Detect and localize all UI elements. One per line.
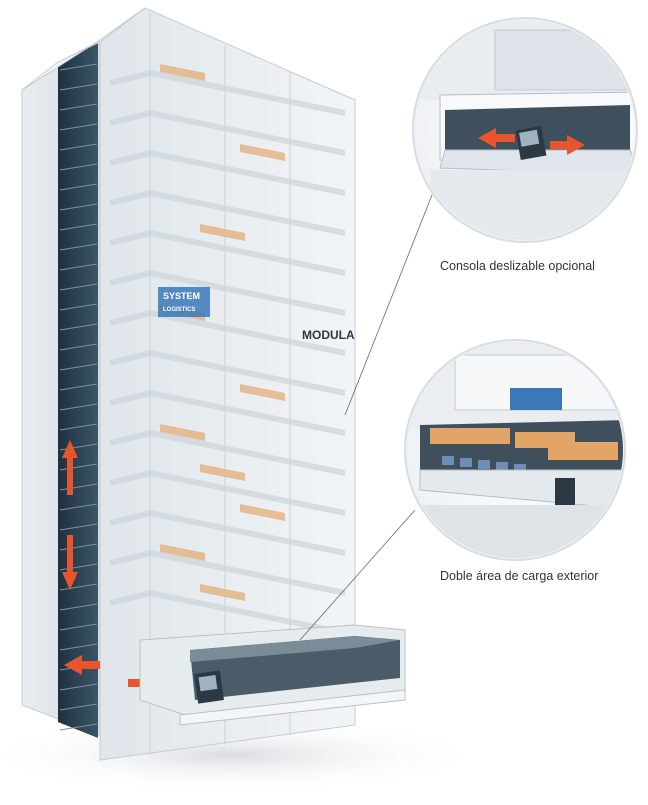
rung <box>59 263 98 271</box>
rung <box>59 163 98 171</box>
rung <box>59 283 98 291</box>
rung <box>59 563 98 571</box>
rung <box>59 143 98 151</box>
lift-rungs <box>59 63 98 731</box>
rung <box>59 123 98 131</box>
modula-logo: MODULA <box>302 328 355 342</box>
rung <box>59 83 98 91</box>
storage-box <box>240 144 285 161</box>
rung <box>59 463 98 471</box>
rung <box>59 723 98 731</box>
tray <box>110 310 345 356</box>
tower-top <box>21 7 146 91</box>
system-logo-top: SYSTEM <box>163 291 200 301</box>
up-arrow-icon <box>62 440 78 495</box>
lift-column <box>58 42 98 738</box>
rung <box>59 363 98 371</box>
rung <box>59 203 98 211</box>
rung <box>59 63 98 71</box>
system-logo-bottom: LOGISTICS <box>163 307 195 313</box>
tray <box>110 350 345 396</box>
console-right-arrow-icon <box>550 135 585 155</box>
rung <box>59 183 98 191</box>
rung <box>59 383 98 391</box>
rung <box>59 523 98 531</box>
rung <box>59 303 98 311</box>
tray <box>110 390 345 436</box>
loading-bay <box>139 624 406 726</box>
rung <box>59 483 98 491</box>
storage-box <box>200 224 245 241</box>
storage-box <box>240 384 285 401</box>
callout-lines <box>299 194 433 641</box>
rung <box>59 643 98 651</box>
rung <box>59 423 98 431</box>
callout-label-console: Consola deslizable opcional <box>440 259 595 273</box>
tray <box>110 190 345 236</box>
tray <box>110 270 345 316</box>
rung <box>59 223 98 231</box>
rung <box>59 703 98 711</box>
rung <box>59 683 98 691</box>
tray <box>110 590 345 636</box>
tray <box>110 230 345 276</box>
tray <box>110 70 345 116</box>
tray <box>110 510 345 556</box>
callout-circle-console <box>412 17 638 243</box>
left-right-arrow-icon <box>64 655 100 675</box>
storage-box <box>200 584 245 601</box>
down-arrow-icon <box>62 535 78 590</box>
tray <box>110 470 345 516</box>
rung <box>59 103 98 111</box>
storage-box <box>240 504 285 521</box>
storage-box <box>200 464 245 481</box>
callout-circle-loading <box>404 339 626 561</box>
rung <box>59 343 98 351</box>
rung <box>59 583 98 591</box>
storage-box <box>160 424 205 441</box>
storage-box <box>160 64 205 81</box>
tray <box>110 150 345 196</box>
rung <box>59 603 98 611</box>
tray <box>110 550 345 596</box>
storage-box <box>160 544 205 561</box>
rung <box>59 403 98 411</box>
rung <box>59 323 98 331</box>
callout-label-loading: Doble área de carga exterior <box>440 569 598 583</box>
tray <box>110 110 345 156</box>
rung <box>59 623 98 631</box>
rung <box>59 503 98 511</box>
console-left-arrow-icon <box>478 128 515 148</box>
tray <box>110 430 345 476</box>
rung <box>59 243 98 251</box>
system-logistics-logo: SYSTEM LOGISTICS <box>158 287 210 317</box>
rung <box>59 543 98 551</box>
